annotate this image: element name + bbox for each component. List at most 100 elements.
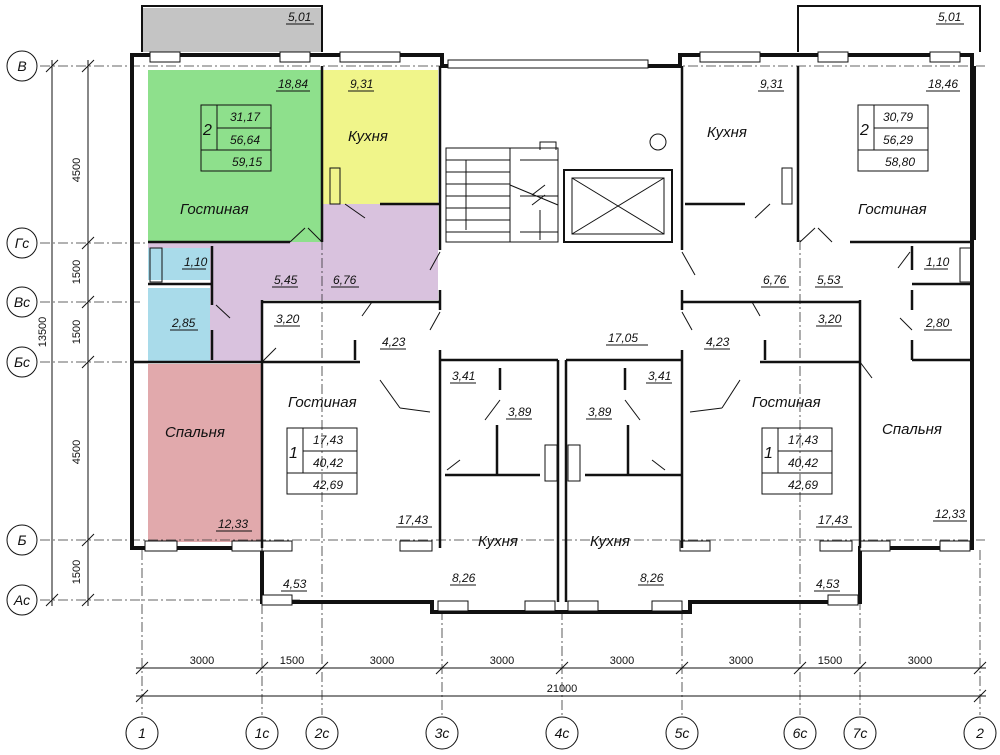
axis-col-8: 2	[975, 725, 984, 741]
dim-v-total: 13500	[37, 317, 49, 348]
axis-col-3: 3с	[435, 725, 450, 741]
living-left-fill	[148, 70, 322, 242]
area-a2l-hall: 5,45	[274, 273, 298, 287]
area-a2r-bath: 1,10	[926, 255, 950, 269]
apt-living-left2: 31,17	[230, 110, 261, 124]
wc-left-fill	[148, 288, 210, 362]
dim-h-5: 3000	[729, 655, 753, 667]
area-a1l-corridor: 3,20	[276, 312, 300, 326]
staircase	[445, 133, 673, 243]
dim-h-3: 3000	[490, 655, 514, 667]
room-name-kitchen-a1r: Кухня	[590, 533, 630, 550]
windows	[144, 51, 971, 612]
axis-col-2: 2с	[314, 725, 330, 741]
apartment-box-left1: 1 17,43 40,42 42,69	[286, 427, 358, 495]
room-name-bedroom-right: Спальня	[882, 421, 942, 438]
room-name-living-right: Гостиная	[858, 201, 927, 218]
axis-row-3: Бс	[14, 354, 30, 370]
area-a2l-corridor: 6,76	[333, 273, 357, 287]
area-a2r-kitchen: 9,31	[760, 77, 783, 91]
area-a1r-bath: 3,41	[648, 369, 671, 383]
room-names: Гостиная Кухня Спальня Гостиная Кухня Ку…	[165, 124, 942, 550]
area-a2l-bath: 1,10	[184, 255, 208, 269]
room-name-kitchen-left: Кухня	[348, 128, 388, 145]
dim-h-7: 3000	[908, 655, 932, 667]
area-a1r-kitchen: 8,26	[640, 571, 664, 585]
axis-row-1: Гс	[15, 235, 30, 251]
area-a1l-living: 17,43	[398, 513, 428, 527]
area-a2l-wc: 2,85	[171, 316, 196, 330]
row-axis-markers: В Гс Вс Бс Б Ас	[6, 50, 38, 616]
kitchen-left-fill	[322, 70, 438, 204]
apt-living-right1: 17,43	[788, 433, 818, 447]
apt-living-left1: 17,43	[313, 433, 343, 447]
apartment-box-left2: 2 31,17 56,64 59,15	[200, 104, 272, 172]
axis-row-5: Ас	[13, 592, 30, 608]
area-a2l-living: 18,84	[278, 77, 308, 91]
area-a1l-bath: 3,41	[452, 369, 475, 383]
axis-row-0: В	[17, 58, 26, 74]
area-a1r-corridor: 3,20	[818, 312, 842, 326]
area-a1l-wc: 3,89	[508, 405, 532, 419]
area-a1r-hall: 4,23	[706, 335, 730, 349]
bedroom-left-fill	[148, 364, 262, 542]
apt-totalb-right2: 58,80	[885, 155, 915, 169]
axis-col-5: 5с	[675, 725, 690, 741]
apt-rooms-left2: 2	[202, 122, 212, 139]
vertical-dimensions: 4500 1500 1500 4500 1500 13500	[37, 59, 95, 607]
room-name-living-left: Гостиная	[180, 201, 249, 218]
room-name-living-a1l: Гостиная	[288, 394, 357, 411]
area-a2r-hall: 5,53	[817, 273, 841, 287]
apartment-box-right1: 1 17,43 40,42 42,69	[761, 427, 833, 495]
axis-lines	[40, 65, 985, 715]
dim-v-0: 4500	[71, 158, 83, 182]
axis-col-4: 4с	[555, 725, 570, 741]
dim-h-4: 3000	[610, 655, 634, 667]
area-a1r-wc: 3,89	[588, 405, 612, 419]
room-fills	[142, 8, 438, 542]
dim-h-0: 3000	[190, 655, 214, 667]
axis-col-6: 6с	[793, 725, 808, 741]
hall-left-fill	[148, 204, 438, 362]
room-name-kitchen-a1l: Кухня	[478, 533, 518, 550]
apt-rooms-right1: 1	[764, 445, 773, 462]
apt-totalb-right1: 42,69	[788, 478, 818, 492]
area-a1l-kitchen: 8,26	[452, 571, 476, 585]
horizontal-dimensions: 3000 1500 3000 3000 3000 3000 1500 3000 …	[135, 655, 987, 703]
area-a2l-loggia: 4,53	[283, 577, 307, 591]
axis-col-0: 1	[138, 725, 146, 741]
area-a2l-kitchen: 9,31	[350, 77, 373, 91]
apt-total-left2: 56,64	[230, 133, 260, 147]
area-labels: 5,01 5,01 18,84 9,31 5,45 6,76 1,10 2,85…	[170, 10, 967, 592]
room-name-kitchen-right: Кухня	[707, 124, 747, 141]
apt-total-left1: 40,42	[313, 456, 343, 470]
balcony-left-fill	[142, 8, 322, 52]
apt-rooms-right2: 2	[859, 122, 869, 139]
area-a2r-wc: 2,80	[925, 316, 950, 330]
apt-rooms-left1: 1	[289, 445, 298, 462]
apt-living-right2: 30,79	[883, 110, 913, 124]
dim-v-4: 1500	[71, 560, 83, 584]
dim-h-1: 1500	[280, 655, 304, 667]
axis-row-4: Б	[17, 532, 26, 548]
column-axis-markers: 1 1с 2с 3с 4с 5с 6с 7с 2	[125, 716, 997, 750]
area-a2l-bedroom: 12,33	[218, 517, 248, 531]
area-a2r-loggia: 4,53	[816, 577, 840, 591]
axis-row-2: Вс	[14, 294, 30, 310]
area-a1l-hall: 4,23	[382, 335, 406, 349]
area-a2r-bedroom: 12,33	[935, 507, 965, 521]
area-stair-hall: 17,05	[608, 331, 638, 345]
apt-total-right2: 56,29	[883, 133, 913, 147]
area-a1r-living: 17,43	[818, 513, 848, 527]
area-a2r-living: 18,46	[928, 77, 958, 91]
dim-h-6: 1500	[818, 655, 842, 667]
area-balcony-right: 5,01	[938, 10, 961, 24]
dim-v-2: 1500	[71, 320, 83, 344]
bath-left-fill	[148, 248, 210, 280]
apartment-box-right2: 2 30,79 56,29 58,80	[857, 104, 929, 172]
dim-v-3: 4500	[71, 440, 83, 464]
room-name-living-a1r: Гостиная	[752, 394, 821, 411]
axis-col-1: 1с	[255, 725, 270, 741]
